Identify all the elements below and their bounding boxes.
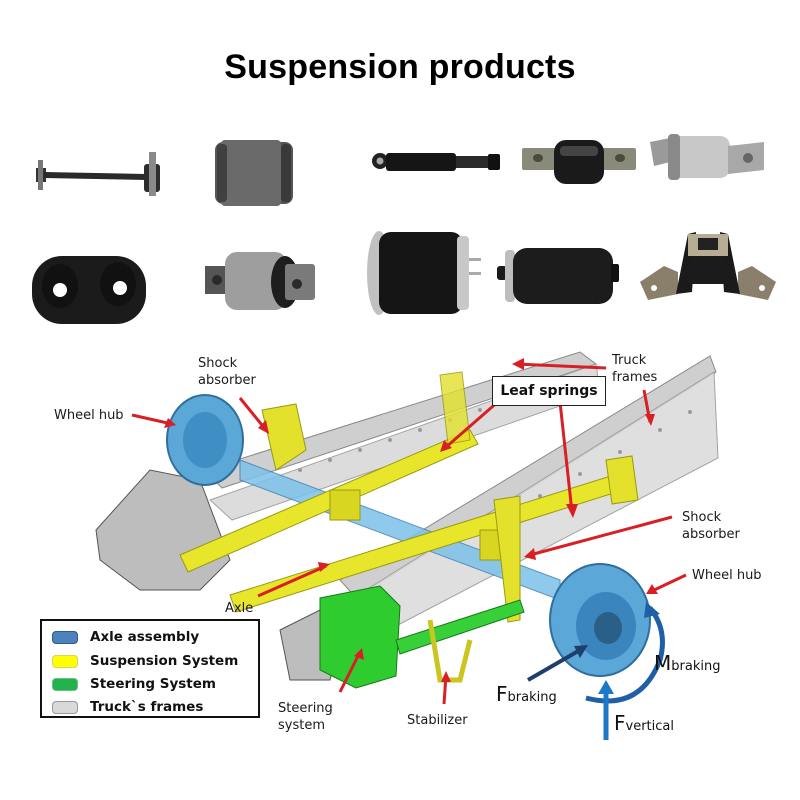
force-subscript: braking [671, 659, 721, 674]
force-symbol: F [496, 682, 508, 706]
product-torque-rod [28, 148, 168, 198]
braking-force-arrow [527, 648, 581, 682]
force-arrows [527, 602, 665, 740]
force-symbol: F [614, 711, 626, 735]
product-shock-absorber [370, 148, 510, 178]
label-wheel-hub-right: Wheel hub [692, 568, 762, 583]
legend-label: Suspension System [90, 653, 239, 669]
bar-pin-bushing-image [522, 140, 636, 184]
torque-rod-image [36, 152, 160, 196]
legend-swatch [52, 677, 78, 691]
product-air-spring-large [365, 228, 485, 318]
trunnion-bushing-image [205, 252, 315, 310]
legend-item-steering-system: Steering System [52, 675, 216, 693]
legend-label: Axle assembly [90, 629, 200, 645]
legend-swatch [52, 654, 78, 668]
label-steering-system: Steering system [278, 700, 333, 734]
metal-bushing-image [650, 134, 764, 180]
legend-label: Truck`s frames [90, 699, 204, 715]
label-line: Shock [682, 510, 722, 525]
force-subscript: braking [507, 690, 557, 705]
label-shock-absorber-left: Shock absorber [198, 355, 256, 389]
shock-absorbers [261, 371, 639, 623]
rubber-mount-image [32, 256, 146, 324]
label-line: absorber [198, 373, 256, 388]
label-axle: Axle [225, 601, 254, 616]
spring-bracket-image [640, 232, 776, 300]
label-line: Truck [612, 353, 647, 368]
product-rubber-mount [30, 248, 148, 326]
label-m-braking: Mbraking [654, 651, 720, 675]
legend-label: Steering System [90, 676, 216, 692]
legend-item-suspension-system: Suspension System [52, 652, 238, 670]
legend: Axle assembly Suspension System Steering… [40, 619, 260, 718]
legend-item-trucks-frames: Truck`s frames [52, 698, 203, 716]
force-symbol: M [654, 651, 672, 675]
legend-swatch [52, 630, 78, 644]
product-metal-bushing [648, 132, 768, 187]
label-stabilizer: Stabilizer [407, 713, 468, 728]
label-wheel-hub-left: Wheel hub [54, 408, 124, 423]
force-subscript: vertical [625, 719, 674, 734]
product-rubber-bushing [213, 138, 295, 208]
legend-swatch [52, 700, 78, 714]
label-shock-absorber-right: Shock absorber [682, 509, 740, 543]
shock-absorber-image [372, 153, 500, 171]
label-line: Steering [278, 701, 333, 716]
page-title: Suspension products [224, 48, 576, 86]
legend-item-axle-assembly: Axle assembly [52, 628, 199, 646]
product-spring-bracket [638, 228, 778, 303]
product-air-spring-small [495, 240, 625, 310]
label-f-vertical: Fvertical [614, 711, 674, 735]
label-f-braking: Fbraking [496, 682, 557, 706]
label-line: Shock [198, 356, 238, 371]
rubber-bushing-image [215, 140, 293, 206]
label-line: frames [612, 370, 658, 385]
label-truck-frames: Truck frames [612, 352, 657, 386]
frame-end-block-left [95, 469, 231, 591]
label-line: absorber [682, 527, 740, 542]
annotation-arrowheads [164, 358, 658, 682]
air-spring-large-image [367, 231, 481, 315]
product-trunnion-bushing [203, 248, 318, 318]
product-bar-pin-bushing [520, 138, 640, 188]
label-line: system [278, 718, 325, 733]
air-spring-small-image [497, 248, 619, 304]
steering-system [319, 585, 525, 689]
label-leaf-springs: Leaf springs [492, 376, 606, 406]
braking-moment-arrow [585, 606, 665, 704]
